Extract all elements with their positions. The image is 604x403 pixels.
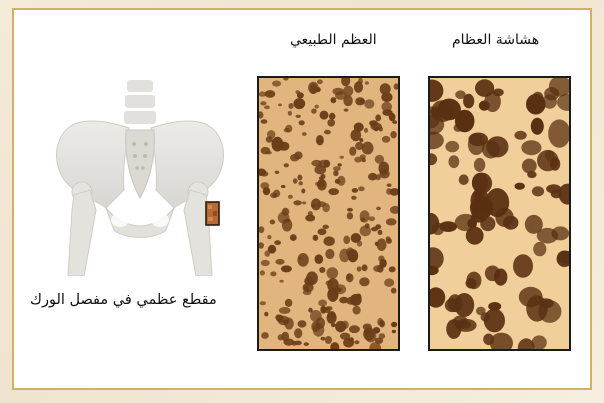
osteoporosis-label: هشاشة العظام: [452, 32, 539, 48]
osteoporosis-panel: [428, 76, 571, 351]
pelvis-illustration: [34, 80, 244, 276]
normal-bone-label: العظم الطبيعي: [290, 32, 377, 48]
normal-bone-panel: [257, 76, 400, 351]
normal-bone-texture: [259, 78, 398, 349]
osteoporosis-texture: [430, 78, 569, 349]
hip-caption: مقطع عظمي في مفصل الورك: [30, 292, 217, 308]
